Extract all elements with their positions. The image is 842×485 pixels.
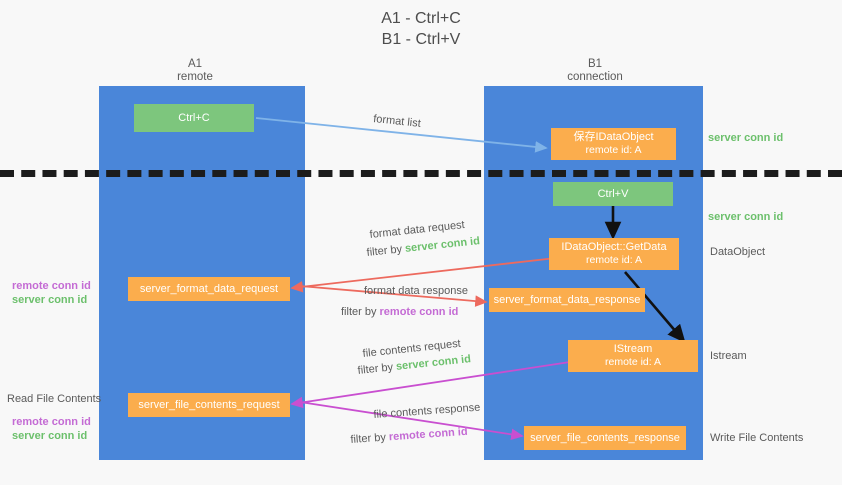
box-istream-label: IStream xyxy=(613,343,653,355)
side-label-server-conn-id-1: server conn id xyxy=(12,294,88,306)
box-server-file-contents-request-label: server_file_contents_request xyxy=(138,398,280,411)
annotation-file-contents-response: file contents response xyxy=(373,401,481,421)
side-label-server-conn-id-mid: server conn id xyxy=(708,211,784,223)
box-server-format-data-request-label: server_format_data_request xyxy=(139,282,279,295)
side-label-remote-conn-id-2: remote conn id xyxy=(12,416,91,428)
side-label-write-file-contents: Write File Contents xyxy=(710,432,804,444)
box-ctrl-c[interactable]: Ctrl+C xyxy=(134,104,254,132)
annotation-file-contents-request-filter-prefix: filter by xyxy=(357,360,397,377)
box-server-file-contents-response[interactable]: server_file_contents_response xyxy=(524,426,686,450)
box-server-format-data-response[interactable]: server_format_data_response xyxy=(489,288,645,312)
box-server-format-data-response-label: server_format_data_response xyxy=(493,293,641,306)
box-save-idataobject-remote-id: remote id: A xyxy=(585,144,642,156)
side-label-dataobject: DataObject xyxy=(710,246,766,258)
side-label-read-file-contents: Read File Contents xyxy=(7,393,102,405)
box-idataobject-getdata-remote-id: remote id: A xyxy=(585,254,643,266)
annotation-file-contents-response-filter: filter by remote conn id xyxy=(350,425,468,447)
box-server-file-contents-response-label: server_file_contents_response xyxy=(530,431,680,444)
box-server-format-data-request[interactable]: server_format_data_request xyxy=(128,277,290,301)
lane-header-a1-subtitle: remote xyxy=(177,71,213,83)
box-ctrl-v[interactable]: Ctrl+V xyxy=(553,182,673,206)
title-line-1: A1 - Ctrl+C xyxy=(381,10,461,27)
lane-header-a1: A1 remote xyxy=(135,58,255,84)
annotation-format-data-response-filter: filter by remote conn id xyxy=(341,305,458,319)
annotation-format-data-response-filter-value: remote conn id xyxy=(379,306,459,318)
title-line-2: B1 - Ctrl+V xyxy=(381,31,461,48)
lane-header-b1-subtitle: connection xyxy=(567,71,623,83)
annotation-format-data-response-filter-prefix: filter by xyxy=(341,306,380,318)
annotation-file-contents-response-filter-value: remote conn id xyxy=(388,425,468,444)
box-ctrl-c-label: Ctrl+C xyxy=(178,111,210,124)
box-ctrl-v-label: Ctrl+V xyxy=(597,187,629,200)
annotation-format-data-request-filter-prefix: filter by xyxy=(366,242,406,259)
lane-header-b1: B1 connection xyxy=(535,58,655,84)
side-label-istream: Istream xyxy=(710,350,747,362)
box-idataobject-getdata-label: IDataObject::GetData xyxy=(561,241,667,253)
box-idataobject-getdata[interactable]: IDataObject::GetData remote id: A xyxy=(549,238,679,270)
lane-header-b1-title: B1 xyxy=(587,58,603,70)
box-server-file-contents-request[interactable]: server_file_contents_request xyxy=(128,393,290,417)
side-label-server-conn-id-top: server conn id xyxy=(708,132,784,144)
annotation-format-data-response: format data response xyxy=(364,285,468,297)
box-istream-remote-id: remote id: A xyxy=(604,356,662,368)
page-title: A1 - Ctrl+C B1 - Ctrl+V xyxy=(0,8,842,50)
annotation-format-data-request-filter-value: server conn id xyxy=(404,235,481,255)
phase-divider xyxy=(0,170,842,177)
annotation-format-list: format list xyxy=(372,112,422,130)
lane-header-a1-title: A1 xyxy=(187,58,203,70)
box-save-idataobject-label: 保存IDataObject xyxy=(573,131,654,143)
side-label-remote-conn-id-1: remote conn id xyxy=(12,280,91,292)
box-save-idataobject[interactable]: 保存IDataObject remote id: A xyxy=(551,128,676,160)
side-label-server-conn-id-2: server conn id xyxy=(12,430,88,442)
annotation-file-contents-response-filter-prefix: filter by xyxy=(350,431,390,446)
box-istream[interactable]: IStream remote id: A xyxy=(568,340,698,372)
